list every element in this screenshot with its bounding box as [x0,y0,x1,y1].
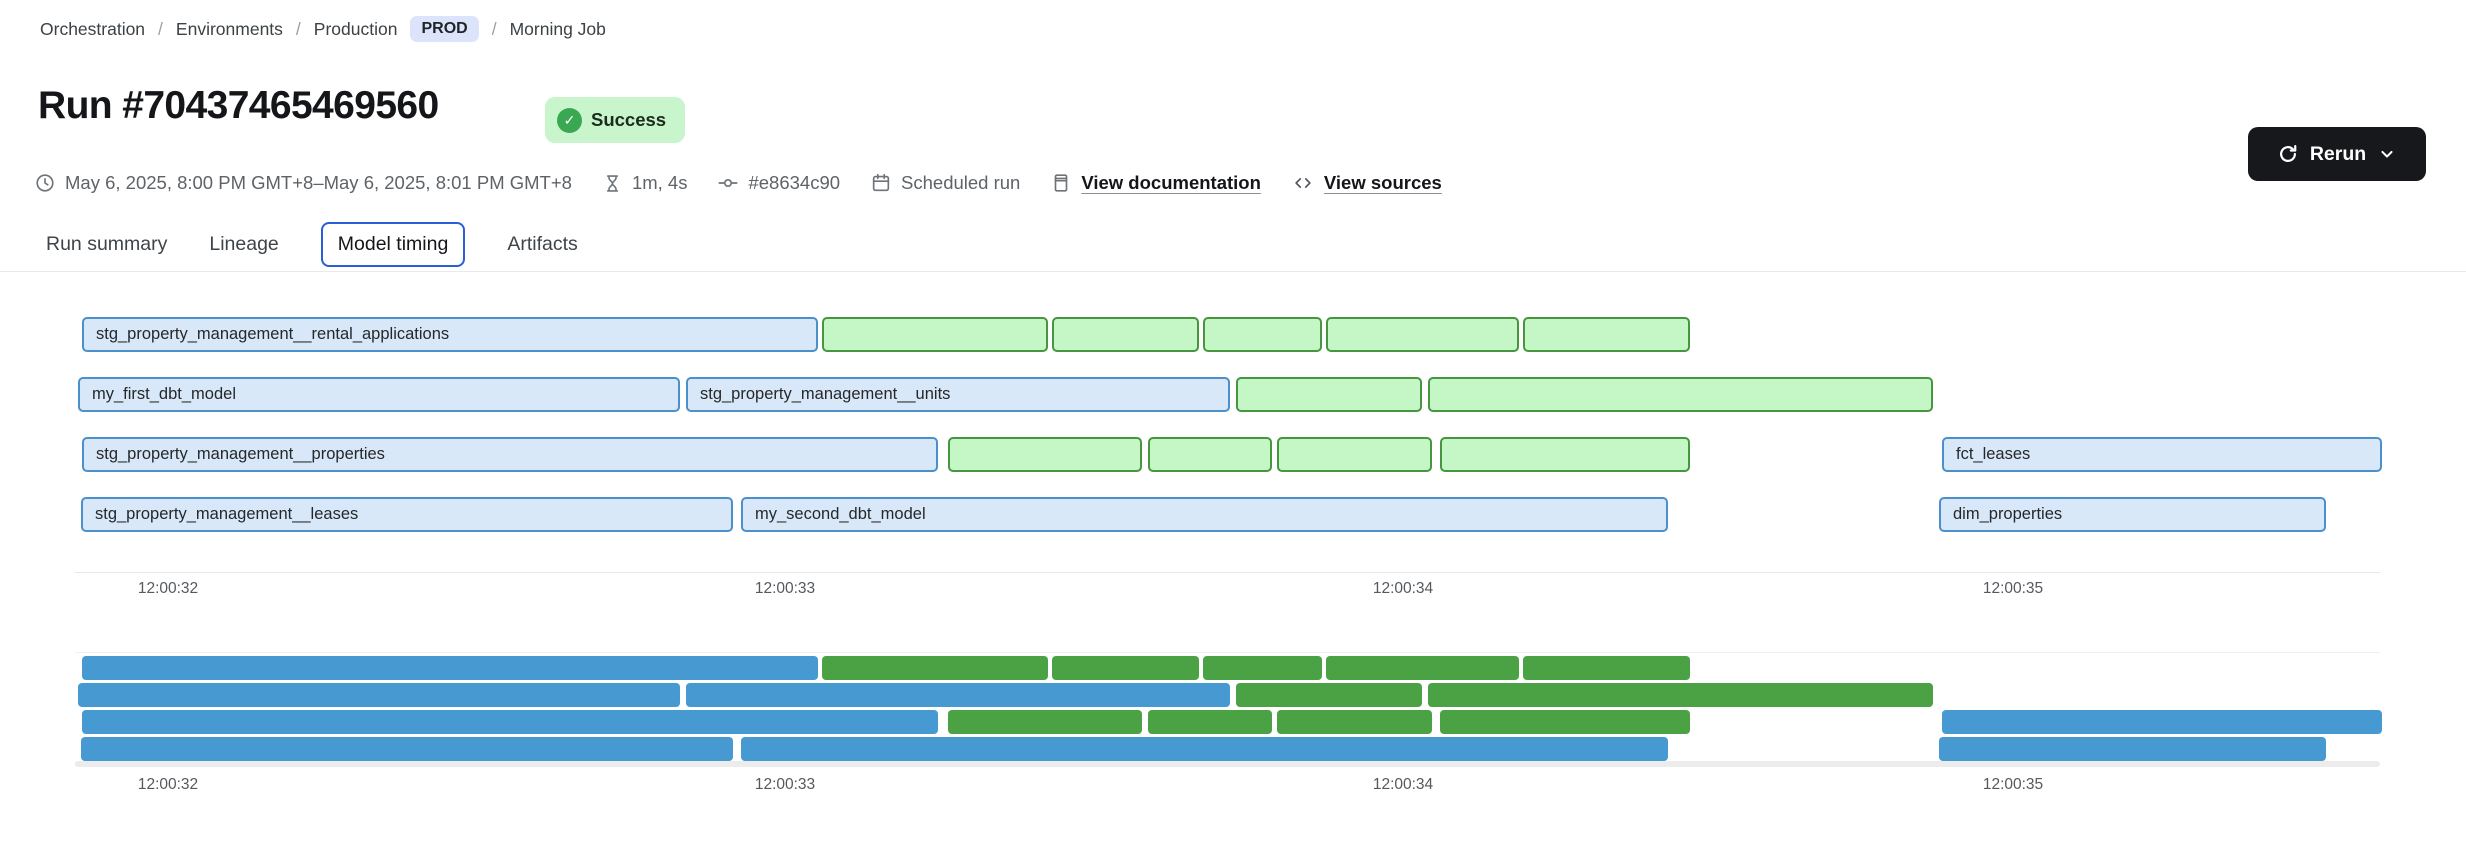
minimap-bar-test [1428,683,1933,707]
minimap-bar-model [82,710,938,734]
axis-tick-label: 12:00:34 [1372,580,1434,597]
axis-tick-label: 12:00:34 [1372,776,1434,793]
gantt-bar-test[interactable] [1428,377,1933,412]
minimap-bar-test [1440,710,1690,734]
minimap-bar-model [741,737,1668,761]
view-documentation: View documentation [1050,172,1261,194]
clock-icon [34,172,56,194]
breadcrumb: Orchestration / Environments / Productio… [40,16,606,42]
gantt-bar-test[interactable] [948,437,1142,472]
document-icon [1050,172,1072,194]
gantt-bar-model[interactable]: fct_leases [1942,437,2382,472]
minimap-bar-test [948,710,1142,734]
gantt-bar-label: stg_property_management__rental_applicat… [96,325,450,343]
axis-tick-label: 12:00:35 [1982,776,2044,793]
minimap-bar-test [822,656,1048,680]
run-trigger: Scheduled run [870,172,1020,194]
run-commit-label: #e8634c90 [748,172,841,193]
gantt-bar-label: my_second_dbt_model [755,505,926,523]
breadcrumb-item-environments[interactable]: Environments [175,18,283,39]
tab-model-timing[interactable]: Model timing [320,221,466,267]
calendar-icon [870,172,892,194]
minimap-top-border [75,652,2380,653]
breadcrumb-item-orchestration[interactable]: Orchestration [40,18,146,39]
rerun-label: Rerun [2309,142,2367,165]
axis-tick-label: 12:00:32 [137,776,199,793]
rerun-button[interactable]: Rerun [2248,127,2426,181]
axis-tick-label: 12:00:35 [1982,580,2044,597]
environment-badge: PROD [410,16,479,42]
gantt-bar-test[interactable] [1148,437,1272,472]
gantt-bar-test[interactable] [1277,437,1432,472]
axis-tick-label: 12:00:33 [754,776,816,793]
minimap-scroll-track[interactable] [75,761,2380,767]
gantt-bar-test[interactable] [822,317,1048,352]
gantt-bar-test[interactable] [1440,437,1690,472]
breadcrumb-separator: / [491,18,497,39]
status-badge: ✓ Success [545,97,686,143]
gantt-bar-model[interactable]: dim_properties [1939,497,2326,532]
gantt-bar-label: my_first_dbt_model [92,385,236,403]
run-commit: #e8634c90 [717,172,840,194]
gantt-axis-line [75,572,2380,573]
minimap-bar-model [1939,737,2326,761]
breadcrumb-separator: / [158,18,163,39]
commit-icon [717,172,739,194]
view-sources-link[interactable]: View sources [1323,172,1442,193]
gantt-bar-test[interactable] [1052,317,1199,352]
run-time-range-label: May 6, 2025, 8:00 PM GMT+8–May 6, 2025, … [65,172,572,193]
minimap-bar-test [1148,710,1272,734]
gantt-bar-model[interactable]: stg_property_management__rental_applicat… [82,317,818,352]
run-time-range: May 6, 2025, 8:00 PM GMT+8–May 6, 2025, … [34,172,572,194]
gantt-bar-test[interactable] [1203,317,1322,352]
minimap-bar-test [1523,656,1690,680]
minimap-bar-model [81,737,733,761]
minimap-bar-test [1277,710,1432,734]
gantt-bar-label: dim_properties [1953,505,2063,523]
gantt-bar-test[interactable] [1326,317,1519,352]
gantt-bar-model[interactable]: my_first_dbt_model [78,377,680,412]
status-label: Success [591,109,667,130]
minimap-bar-test [1236,683,1422,707]
code-icon [1291,172,1315,194]
minimap-bar-model [1942,710,2382,734]
axis-tick-label: 12:00:32 [137,580,199,597]
minimap-bar-model [686,683,1230,707]
refresh-icon [2277,143,2299,165]
gantt-bar-model[interactable]: stg_property_management__units [686,377,1230,412]
run-trigger-label: Scheduled run [901,172,1021,193]
run-tabs: Run summary Lineage Model timing Artifac… [46,220,578,268]
gantt-bar-label: stg_property_management__units [700,385,951,403]
run-meta-row: May 6, 2025, 8:00 PM GMT+8–May 6, 2025, … [34,172,1442,194]
gantt-bar-model[interactable]: stg_property_management__properties [82,437,938,472]
gantt-bar-label: fct_leases [1956,445,2031,463]
run-duration: 1m, 4s [602,172,688,194]
breadcrumb-item-production[interactable]: Production [313,18,398,39]
hourglass-icon [602,173,623,194]
gantt-bar-model[interactable]: my_second_dbt_model [741,497,1668,532]
check-circle-icon: ✓ [557,107,582,133]
tab-run-summary[interactable]: Run summary [46,232,168,255]
minimap-bar-test [1203,656,1322,680]
axis-tick-label: 12:00:33 [754,580,816,597]
gantt-bar-test[interactable] [1236,377,1422,412]
gantt-bar-label: stg_property_management__properties [96,445,385,463]
gantt-bar-model[interactable]: stg_property_management__leases [81,497,733,532]
view-sources: View sources [1291,172,1442,194]
minimap-bar-test [1052,656,1199,680]
tabs-divider [0,271,2466,272]
gantt-bar-test[interactable] [1523,317,1690,352]
breadcrumb-separator: / [295,18,301,39]
minimap-bar-test [1326,656,1519,680]
minimap-bar-model [82,656,818,680]
view-documentation-link[interactable]: View documentation [1081,172,1261,193]
minimap-bar-model [78,683,680,707]
tab-lineage[interactable]: Lineage [209,232,279,255]
page-title: Run #70437465469560 [38,84,439,127]
breadcrumb-item-morning-job[interactable]: Morning Job [509,18,606,39]
tab-artifacts[interactable]: Artifacts [507,232,578,255]
chevron-down-icon[interactable] [2377,144,2397,164]
gantt-bar-label: stg_property_management__leases [95,505,359,523]
run-duration-label: 1m, 4s [631,172,688,193]
